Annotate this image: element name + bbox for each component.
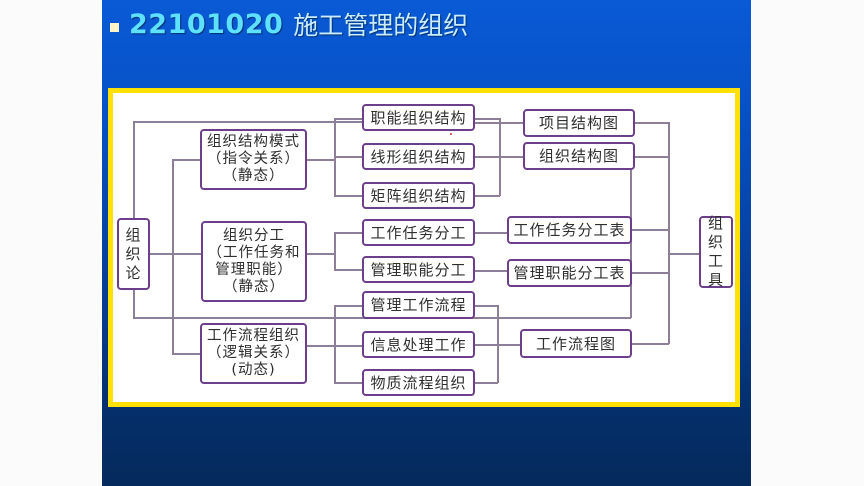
- connector-line: [133, 289, 135, 318]
- node-text: 论: [125, 263, 142, 282]
- connector-line: [133, 121, 135, 218]
- title-number: 22101020: [129, 8, 284, 40]
- connector-line: [474, 156, 523, 158]
- node-task-division[interactable]: 工作任务分工: [362, 219, 475, 246]
- node-text: （工作任务和: [207, 244, 301, 261]
- connector-line: [149, 253, 201, 255]
- connector-line: [172, 159, 174, 354]
- node-management-function-division[interactable]: 管理职能分工: [362, 256, 475, 283]
- node-structure-mode[interactable]: 组织结构模式 （指令关系） （静态）: [200, 129, 307, 190]
- node-text: 管理职能）: [215, 261, 293, 278]
- connector-line: [334, 118, 362, 120]
- connector-line: [334, 156, 362, 158]
- connector-line: [634, 122, 669, 124]
- connector-line: [334, 232, 336, 270]
- connector-line: [474, 195, 500, 197]
- connector-line: [306, 253, 335, 255]
- connector-line: [334, 232, 362, 234]
- node-matrix-structure[interactable]: 矩阵组织结构: [362, 182, 475, 209]
- node-division-of-labor[interactable]: 组织分工 （工作任务和 管理职能） （静态）: [201, 221, 307, 302]
- connector-line: [634, 156, 669, 158]
- node-text: (动态): [231, 362, 276, 378]
- node-organization-theory[interactable]: 组 织 论: [117, 218, 150, 290]
- stray-mark: [450, 133, 452, 135]
- node-organization-chart[interactable]: 组织结构图: [523, 142, 635, 170]
- node-text: 组: [707, 214, 724, 232]
- connector-line: [474, 270, 507, 272]
- node-text: 工: [707, 252, 724, 270]
- node-text: （逻辑关系）: [207, 345, 300, 361]
- node-text: 织: [125, 244, 142, 263]
- connector-line: [474, 122, 523, 124]
- node-task-division-table[interactable]: 工作任务分工表: [507, 216, 632, 244]
- node-information-processing[interactable]: 信息处理工作: [362, 331, 475, 358]
- node-functional-structure[interactable]: 职能组织结构: [362, 104, 475, 131]
- connector-line: [334, 269, 362, 271]
- connector-line: [631, 343, 669, 345]
- bullet-icon: [110, 22, 119, 32]
- node-linear-structure[interactable]: 线形组织结构: [362, 143, 475, 170]
- connector-line: [306, 159, 335, 161]
- connector-line: [630, 170, 632, 318]
- connector-line: [474, 344, 520, 346]
- title-text: 施工管理的组织: [293, 11, 469, 40]
- node-text: （指令关系）: [207, 151, 300, 167]
- node-material-flow[interactable]: 物质流程组织: [362, 369, 475, 396]
- connector-line: [668, 253, 699, 255]
- connector-line: [334, 195, 362, 197]
- connector-line: [334, 305, 336, 383]
- connector-line: [474, 118, 500, 120]
- node-text: （静态）: [222, 168, 285, 184]
- connector-line: [474, 305, 498, 307]
- connector-line: [133, 121, 362, 123]
- node-organization-tools[interactable]: 组 织 工 具: [699, 214, 733, 289]
- node-text: （静态）: [223, 278, 285, 295]
- connector-line: [334, 382, 362, 384]
- node-workflow-organization[interactable]: 工作流程组织 （逻辑关系） (动态): [200, 323, 307, 384]
- node-text: 织: [707, 233, 724, 251]
- connector-line: [631, 272, 669, 274]
- node-text: 组织分工: [223, 227, 285, 244]
- connector-line: [172, 159, 200, 161]
- node-text: 具: [707, 271, 724, 289]
- node-management-workflow[interactable]: 管理工作流程: [362, 291, 475, 319]
- node-workflow-chart[interactable]: 工作流程图: [520, 329, 632, 358]
- node-function-division-table[interactable]: 管理职能分工表: [507, 259, 632, 287]
- connector-line: [631, 229, 669, 231]
- connector-line: [334, 305, 362, 307]
- node-text: 组: [125, 225, 142, 244]
- connector-line: [474, 382, 498, 384]
- connector-line: [172, 353, 200, 355]
- connector-line: [668, 122, 670, 344]
- node-text: 组织结构模式: [207, 134, 300, 150]
- node-text: 工作流程组织: [207, 328, 300, 344]
- slide-title: 22101020 施工管理的组织: [110, 6, 468, 42]
- connector-line: [474, 232, 507, 234]
- node-project-structure-chart[interactable]: 项目结构图: [523, 109, 635, 137]
